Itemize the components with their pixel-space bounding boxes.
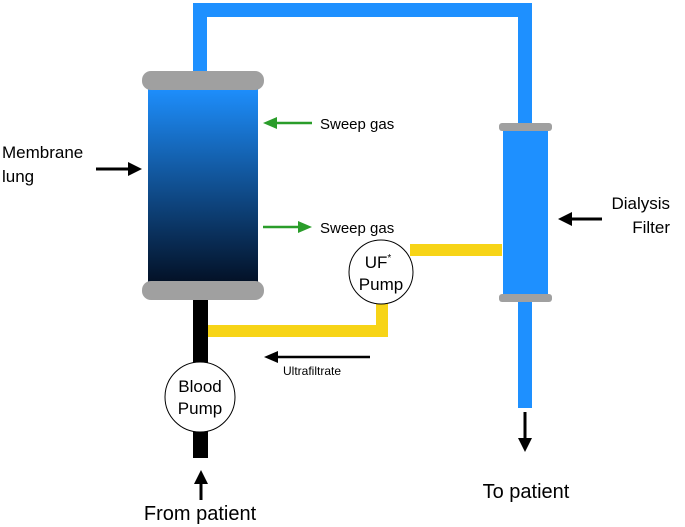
dialysis-filter-label-2: Filter (632, 218, 670, 237)
membrane-lung-label-2: lung (2, 167, 34, 186)
membrane-lung-arrow (96, 162, 142, 176)
uf-pump-label-1: UF* (365, 253, 392, 272)
blood-pump-label-2: Pump (178, 399, 222, 418)
to-patient-label: To patient (483, 481, 570, 503)
membrane-lung-top-cap (142, 71, 264, 90)
membrane-lung-bottom-cap (142, 281, 264, 300)
uf-pump-to-venous-tubing (208, 300, 388, 337)
sweep-gas-out-label: Sweep gas (320, 220, 394, 237)
dialysis-filter-top-cap (499, 123, 552, 131)
blood-pump-label-1: Blood (178, 377, 221, 396)
dialysis-filter-label-1: Dialysis (611, 194, 670, 213)
oxygenated-blood-tubing (193, 3, 532, 128)
from-patient-arrow (194, 470, 208, 500)
to-patient-arrow (518, 412, 532, 452)
membrane-lung (148, 86, 258, 290)
dialysis-filter-bottom-cap (499, 294, 552, 302)
uf-pump (348, 239, 414, 305)
ultrafiltrate-arrow (264, 351, 370, 363)
blood-pump (164, 361, 236, 433)
uf-pump-label-2: Pump (359, 275, 403, 294)
return-tubing (518, 300, 532, 408)
sweep-gas-in-label: Sweep gas (320, 116, 394, 133)
ultrafiltrate-label: Ultrafiltrate (283, 364, 341, 378)
sweep-gas-in-arrow (263, 117, 312, 129)
from-patient-label: From patient (144, 503, 257, 525)
dialysis-filter-arrow (558, 212, 602, 226)
membrane-lung-label-1: Membrane (2, 143, 83, 162)
dialysis-filter (503, 128, 548, 298)
sweep-gas-out-arrow (263, 221, 312, 233)
